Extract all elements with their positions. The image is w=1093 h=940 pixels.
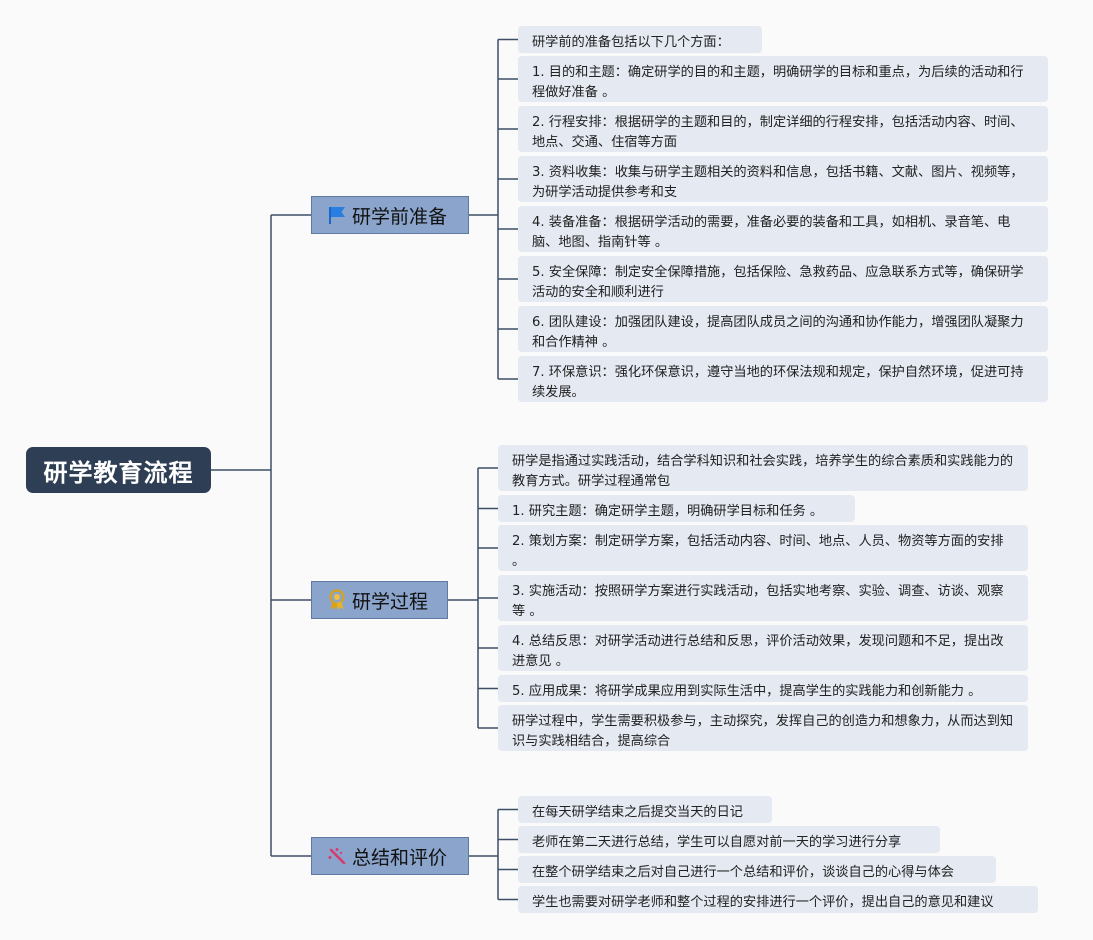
leaf-item[interactable]: 3. 资料收集：收集与研学主题相关的资料和信息，包括书籍、文献、图片、视频等，为…: [518, 156, 1048, 202]
leaf-item[interactable]: 研学前的准备包括以下几个方面：: [518, 26, 762, 53]
branch-research-preparation[interactable]: 研学前准备: [311, 196, 469, 234]
branch-label: 总结和评价: [352, 846, 448, 869]
branch-research-process[interactable]: 研学过程: [311, 581, 448, 619]
leaf-item[interactable]: 1. 研究主题：确定研学主题，明确研学目标和任务 。: [498, 495, 855, 522]
leaf-item[interactable]: 学生也需要对研学老师和整个过程的安排进行一个评价，提出自己的意见和建议: [518, 886, 1038, 913]
leaf-item[interactable]: 在整个研学结束之后对自己进行一个总结和评价，谈谈自己的心得与体会: [518, 856, 996, 883]
leaf-item[interactable]: 研学过程中，学生需要积极参与，主动探究，发挥自己的创造力和想象力，从而达到知识与…: [498, 705, 1028, 751]
leaf-item[interactable]: 5. 应用成果：将研学成果应用到实际生活中，提高学生的实践能力和创新能力 。: [498, 675, 1028, 702]
leaf-item[interactable]: 6. 团队建设：加强团队建设，提高团队成员之间的沟通和协作能力，增强团队凝聚力和…: [518, 306, 1048, 352]
branch-label: 研学前准备: [352, 205, 448, 228]
leaf-item[interactable]: 4. 总结反思：对研学活动进行总结和反思，评价活动效果，发现问题和不足，提出改进…: [498, 625, 1028, 671]
magic-wand-icon: [326, 845, 348, 867]
leaf-item[interactable]: 在每天研学结束之后提交当天的日记: [518, 796, 772, 823]
leaf-item[interactable]: 2. 策划方案：制定研学方案，包括活动内容、时间、地点、人员、物资等方面的安排 …: [498, 525, 1028, 571]
leaf-item[interactable]: 4. 装备准备：根据研学活动的需要，准备必要的装备和工具，如相机、录音笔、电脑、…: [518, 206, 1048, 252]
leaf-item[interactable]: 7. 环保意识：强化环保意识，遵守当地的环保法规和规定，保护自然环境，促进可持续…: [518, 356, 1048, 402]
leaf-item[interactable]: 5. 安全保障：制定安全保障措施，包括保险、急救药品、应急联系方式等，确保研学活…: [518, 256, 1048, 302]
root-node[interactable]: 研学教育流程: [26, 447, 211, 493]
flag-icon: [326, 204, 348, 226]
leaf-item[interactable]: 2. 行程安排：根据研学的主题和目的，制定详细的行程安排，包括活动内容、时间、地…: [518, 106, 1048, 152]
branch-label: 研学过程: [352, 590, 429, 613]
award-ribbon-icon: [326, 589, 348, 611]
branch-summary-evaluation[interactable]: 总结和评价: [311, 837, 469, 875]
leaf-item[interactable]: 1. 目的和主题：确定研学的目的和主题，明确研学的目标和重点，为后续的活动和行程…: [518, 56, 1048, 102]
leaf-item[interactable]: 研学是指通过实践活动，结合学科知识和社会实践，培养学生的综合素质和实践能力的教育…: [498, 445, 1028, 491]
leaf-item[interactable]: 老师在第二天进行总结，学生可以自愿对前一天的学习进行分享: [518, 826, 940, 853]
leaf-item[interactable]: 3. 实施活动：按照研学方案进行实践活动，包括实地考察、实验、调查、访谈、观察等…: [498, 575, 1028, 621]
